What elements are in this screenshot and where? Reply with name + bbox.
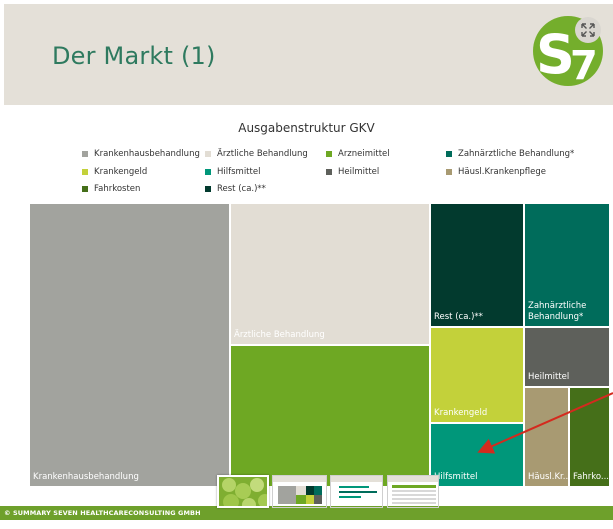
treemap-tile-label: Krankenhausbehandlung: [33, 472, 139, 482]
treemap-tile: Ärztliche Behandlung: [231, 204, 429, 344]
legend-label: Krankengeld: [94, 167, 148, 177]
treemap-tile-label: Fahrko...: [573, 472, 609, 482]
treemap-tile: Fahrko...: [570, 388, 609, 486]
legend-swatch: [446, 151, 452, 157]
slide-thumbnail-2[interactable]: [272, 475, 327, 508]
legend-item: Arzneimittel: [326, 149, 390, 159]
chart-title: Ausgabenstruktur GKV: [238, 121, 375, 135]
treemap-tile-label: Heilmittel: [528, 372, 570, 382]
svg-text:7: 7: [570, 43, 598, 87]
treemap-tile-label: Hilfsmittel: [434, 472, 478, 482]
slide-thumbnail-1[interactable]: [217, 475, 269, 508]
treemap-tile: [231, 346, 429, 486]
legend-item: Krankenhausbehandlung: [82, 149, 200, 159]
treemap-tile-label: Häusl.Kr...: [528, 472, 568, 482]
page-title: Der Markt (1): [52, 42, 216, 70]
legend-label: Ärztliche Behandlung: [217, 149, 308, 159]
slide-thumbnail-4[interactable]: [387, 475, 439, 508]
legend-item: Rest (ca.)**: [205, 184, 266, 194]
treemap-tile: Krankenhausbehandlung: [30, 204, 229, 486]
legend-label: Krankenhausbehandlung: [94, 149, 200, 159]
treemap-tile-label: Zahnärztliche Behandlung*: [528, 301, 587, 322]
legend-item: Fahrkosten: [82, 184, 140, 194]
legend-label: Hilfsmittel: [217, 167, 261, 177]
legend-item: Heilmittel: [326, 167, 379, 177]
footer-copyright: © SUMMARY SEVEN HEALTHCARECONSULTING GMB…: [4, 509, 201, 517]
legend-swatch: [82, 151, 88, 157]
treemap-tile: Zahnärztliche Behandlung*: [525, 204, 609, 326]
legend-label: Fahrkosten: [94, 184, 141, 194]
legend-item: Krankengeld: [82, 167, 147, 177]
slide-header: [4, 4, 613, 105]
legend-swatch: [205, 151, 211, 157]
legend-label: Häusl.Krankenpflege: [458, 167, 546, 177]
svg-text:S: S: [536, 23, 575, 86]
legend-swatch: [205, 169, 211, 175]
legend-item: Häusl.Krankenpflege: [446, 167, 546, 177]
legend-swatch: [446, 169, 452, 175]
treemap-tile-label: Rest (ca.)**: [434, 312, 483, 322]
treemap-tile-label: Ärztliche Behandlung: [234, 330, 325, 340]
legend-label: Rest (ca.)**: [217, 184, 266, 194]
footer-bar: [0, 506, 613, 520]
expand-arrows-icon[interactable]: [575, 17, 601, 43]
treemap-tile-label: Krankengeld: [434, 408, 488, 418]
legend-label: Zahnärztliche Behandlung*: [458, 149, 575, 159]
legend-label: Arzneimittel: [338, 149, 390, 159]
legend-item: Zahnärztliche Behandlung*: [446, 149, 574, 159]
treemap-tile: Krankengeld: [431, 328, 523, 422]
legend-swatch: [326, 151, 332, 157]
treemap-tile: Rest (ca.)**: [431, 204, 523, 326]
treemap-tile: Hilfsmittel: [431, 424, 523, 486]
legend-label: Heilmittel: [338, 167, 380, 177]
treemap-tile: Heilmittel: [525, 328, 609, 386]
legend-swatch: [82, 186, 88, 192]
legend-swatch: [326, 169, 332, 175]
legend-swatch: [205, 186, 211, 192]
legend-item: Hilfsmittel: [205, 167, 260, 177]
treemap-tile: Häusl.Kr...: [525, 388, 568, 486]
legend-item: Ärztliche Behandlung: [205, 149, 308, 159]
legend-swatch: [82, 169, 88, 175]
slide-thumbnail-3[interactable]: [330, 475, 383, 508]
